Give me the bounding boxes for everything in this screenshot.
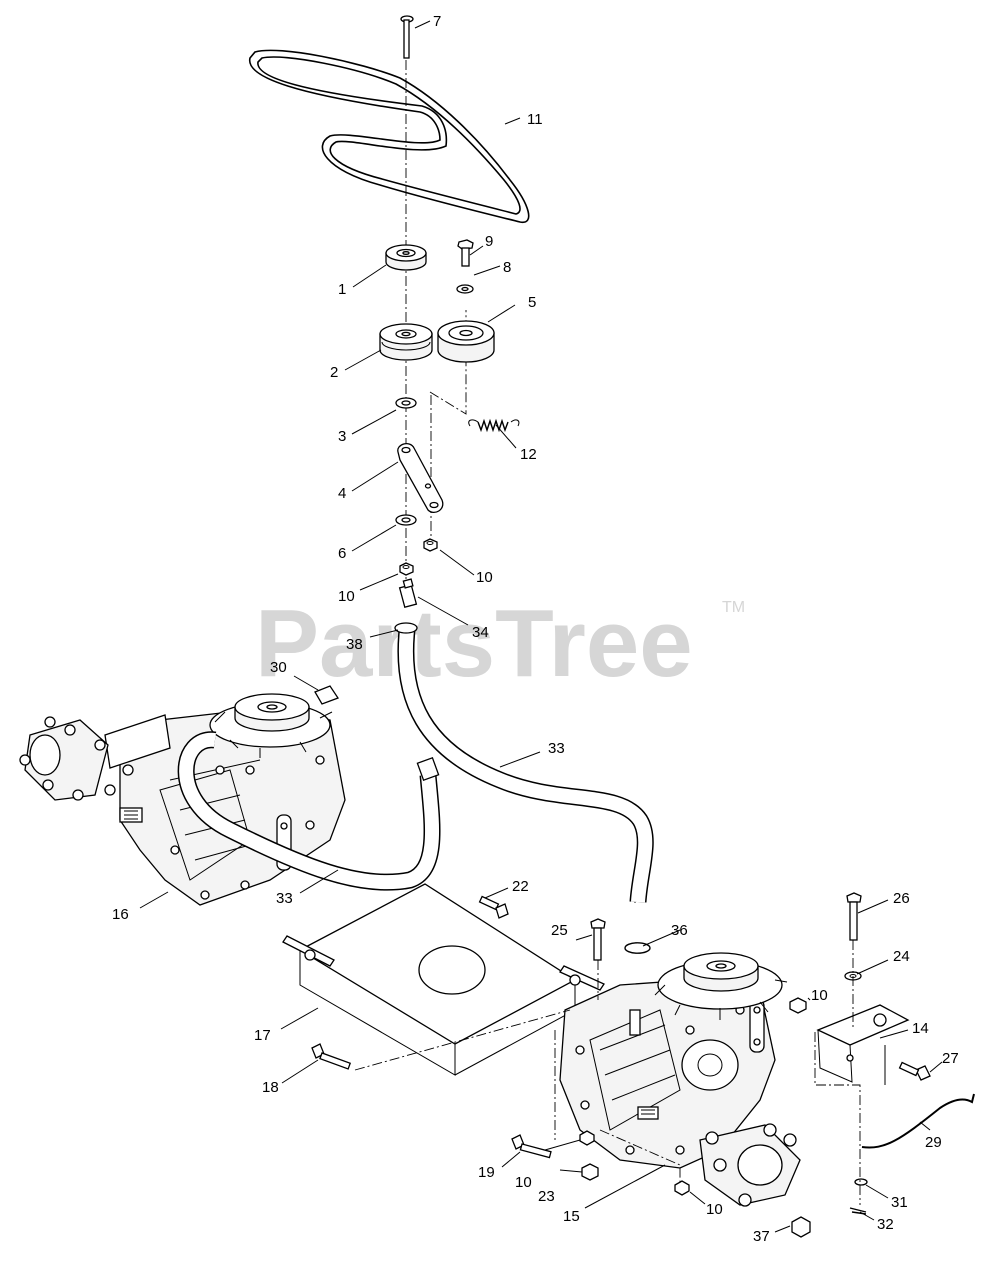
callout-27[interactable]: 27 [942, 1050, 959, 1067]
part-33-hose-right[interactable] [397, 629, 654, 903]
callout-2[interactable]: 2 [330, 364, 338, 381]
part-22-bolt[interactable] [478, 895, 509, 919]
part-1-pulley[interactable] [385, 244, 427, 271]
callout-10-bracket-nut[interactable]: 10 [811, 987, 828, 1004]
part-3-washer[interactable] [395, 397, 417, 409]
part-6-washer[interactable] [395, 514, 417, 526]
callout-31[interactable]: 31 [891, 1194, 908, 1211]
callout-10-idler-nut[interactable]: 10 [476, 569, 493, 586]
part-36-clamp[interactable] [624, 942, 651, 954]
part-15-transmission-right[interactable] [559, 952, 801, 1207]
callout-38[interactable]: 38 [346, 636, 363, 653]
callout-36[interactable]: 36 [671, 922, 688, 939]
callout-33-left-hose[interactable]: 33 [276, 890, 293, 907]
callout-29[interactable]: 29 [925, 1134, 942, 1151]
bracket-phantom-line [814, 1032, 861, 1205]
part-10-nut-idler[interactable] [423, 538, 438, 552]
part-29-rod[interactable] [861, 1093, 975, 1149]
callout-10-bottom-nut[interactable]: 10 [706, 1201, 723, 1218]
callout-9[interactable]: 9 [485, 233, 493, 250]
part-12-spring[interactable] [468, 418, 520, 433]
part-18-bolt[interactable] [311, 1043, 352, 1070]
leader-lines [139, 20, 943, 1233]
callout-23[interactable]: 23 [538, 1188, 555, 1205]
callout-12[interactable]: 12 [520, 446, 537, 463]
callout-18[interactable]: 18 [262, 1079, 279, 1096]
part-14-bracket[interactable] [816, 1004, 910, 1085]
callout-4[interactable]: 4 [338, 485, 346, 502]
part-8-washer[interactable] [456, 284, 474, 294]
part-10-nut-right[interactable] [789, 997, 807, 1014]
callout-7[interactable]: 7 [433, 13, 441, 30]
part-32-cotter-pin[interactable] [849, 1207, 867, 1215]
callout-33-right-hose[interactable]: 33 [548, 740, 565, 757]
part-10-nut-bottom[interactable] [674, 1180, 690, 1196]
callout-10-center-nut[interactable]: 10 [338, 588, 355, 605]
callout-5[interactable]: 5 [528, 294, 536, 311]
watermark-trademark: TM [722, 599, 745, 616]
part-17-mount-plate[interactable] [282, 883, 605, 1076]
part-19-bolt[interactable] [511, 1134, 552, 1159]
watermark: PartsTree [255, 590, 693, 697]
part-4-idler-arm[interactable] [397, 442, 444, 514]
callout-34[interactable]: 34 [472, 624, 489, 641]
callout-30[interactable]: 30 [270, 659, 287, 676]
callout-19[interactable]: 19 [478, 1164, 495, 1181]
callout-3[interactable]: 3 [338, 428, 346, 445]
callout-6[interactable]: 6 [338, 545, 346, 562]
part-30-clip[interactable] [314, 685, 339, 705]
callout-26[interactable]: 26 [893, 890, 910, 907]
callout-16[interactable]: 16 [112, 906, 129, 923]
part-26-bolt[interactable] [846, 892, 862, 941]
part-7-pin[interactable] [400, 15, 414, 59]
part-25-bolt[interactable] [590, 918, 606, 961]
callout-11[interactable]: 11 [527, 111, 543, 128]
part-38-clamp[interactable] [394, 622, 418, 634]
part-11-drive-belt[interactable] [249, 49, 530, 223]
callout-14[interactable]: 14 [912, 1020, 929, 1037]
part-34-fitting[interactable] [398, 578, 418, 609]
part-16-transmission-left[interactable] [19, 693, 346, 906]
part-9-bolt[interactable] [457, 239, 474, 267]
callout-24[interactable]: 24 [893, 948, 910, 965]
bolt-18-phantom-line [354, 1009, 571, 1071]
part-5-idler-pulley[interactable] [437, 320, 495, 363]
callout-10-left-nut[interactable]: 10 [515, 1174, 532, 1191]
part-2-pulley[interactable] [379, 323, 433, 361]
callout-15[interactable]: 15 [563, 1208, 580, 1225]
part-31-washer[interactable] [854, 1178, 868, 1186]
part-33-hose-left[interactable] [177, 731, 441, 891]
callout-8[interactable]: 8 [503, 259, 511, 276]
callout-1[interactable]: 1 [338, 281, 346, 298]
part-37-nut[interactable] [791, 1216, 811, 1238]
callout-22[interactable]: 22 [512, 878, 529, 895]
part-27-bolt[interactable] [898, 1061, 931, 1081]
part-10-nut-left[interactable] [579, 1130, 595, 1146]
callout-32[interactable]: 32 [877, 1216, 894, 1233]
callout-37[interactable]: 37 [753, 1228, 770, 1245]
callout-labels: 1 2 3 4 5 6 7 8 9 10 10 10 10 10 11 12 1… [112, 13, 959, 1245]
part-10-nut-center[interactable] [399, 562, 414, 576]
callout-25[interactable]: 25 [551, 922, 568, 939]
part-23-nut[interactable] [581, 1163, 599, 1181]
callout-17[interactable]: 17 [254, 1027, 271, 1044]
